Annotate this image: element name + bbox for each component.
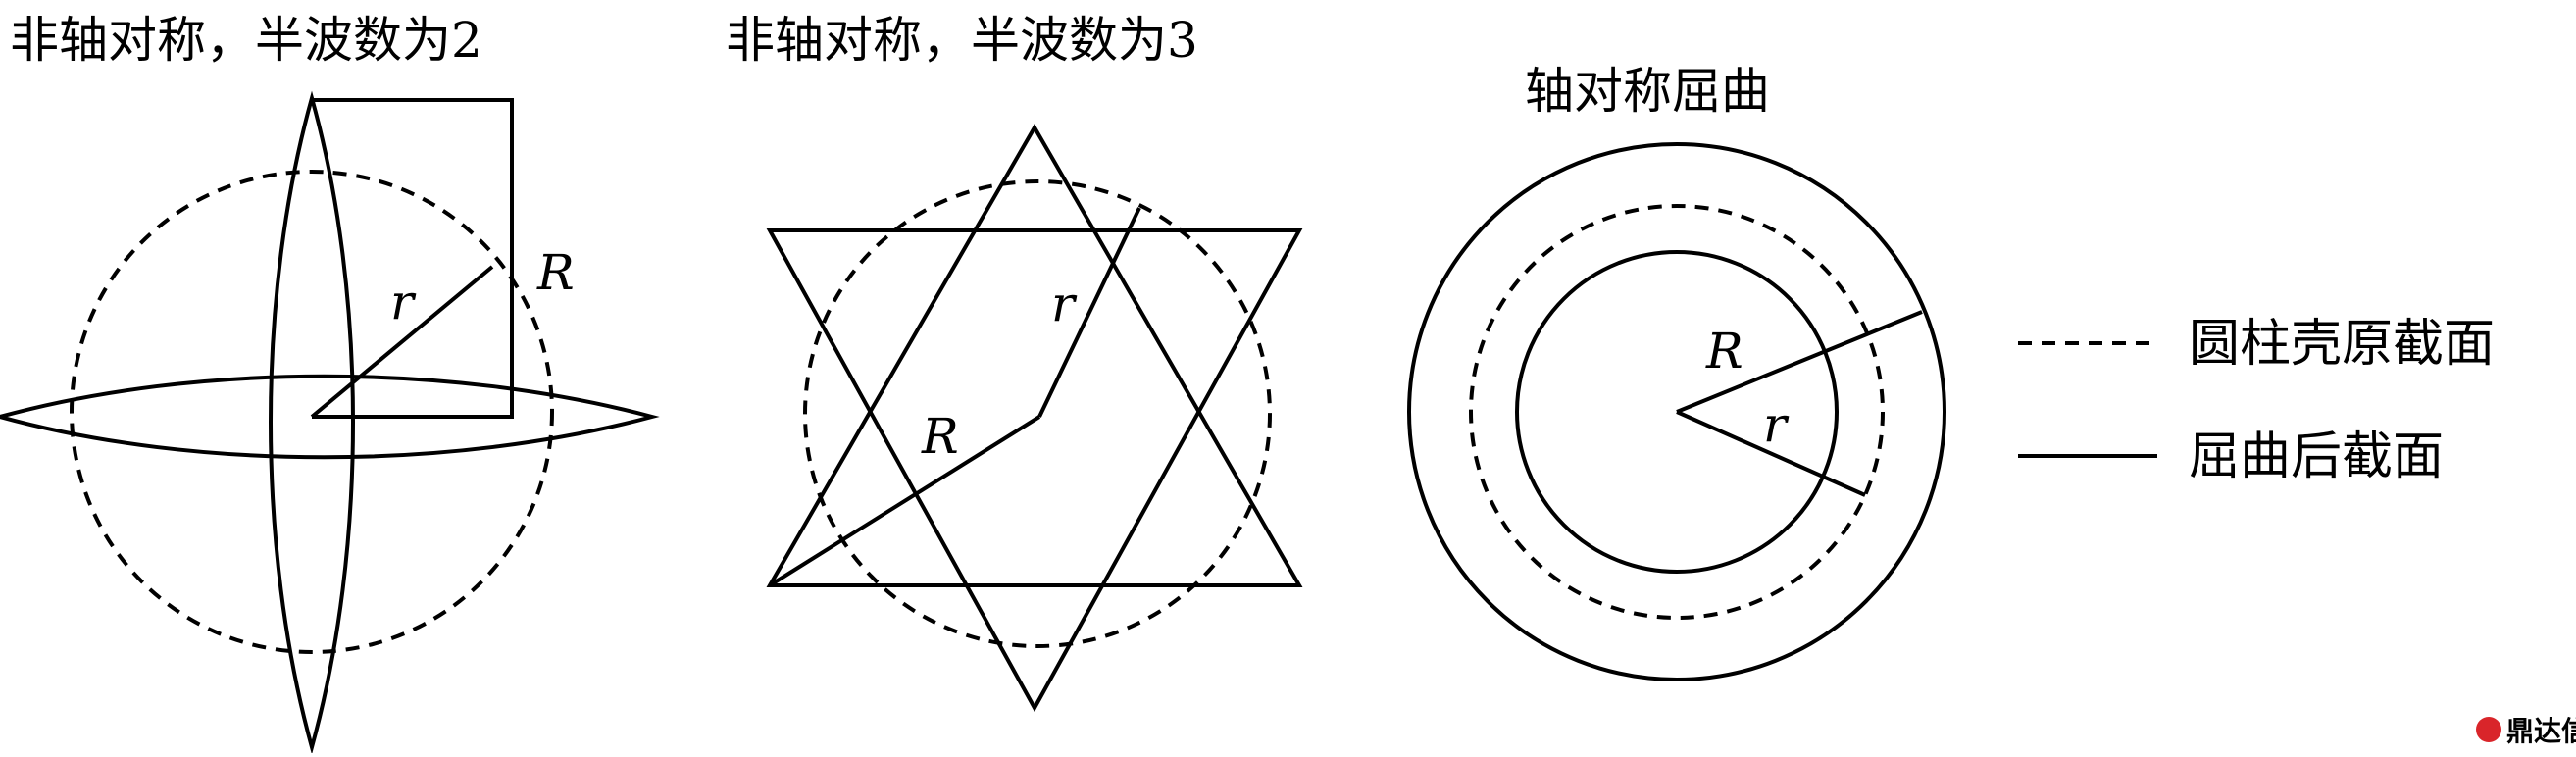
watermark-logo-icon bbox=[2476, 717, 2501, 742]
panel-1-label-r: r bbox=[390, 274, 417, 330]
panel-3-label-R: R bbox=[1705, 323, 1743, 379]
watermark-text: 鼎达信 bbox=[2506, 715, 2576, 747]
panel-1-R-rect bbox=[312, 98, 514, 419]
panel-1-label-R: R bbox=[536, 244, 575, 301]
panel-2-label-R: R bbox=[921, 408, 959, 465]
panel-2-r-line bbox=[1037, 207, 1141, 418]
panel-2-original-section bbox=[803, 179, 1272, 648]
watermark: 鼎达信 bbox=[2476, 715, 2576, 747]
panel-3-inner-section bbox=[1515, 250, 1839, 574]
panel-2-downward-triangle bbox=[766, 228, 1303, 713]
legend-solid-label: 屈曲后截面 bbox=[2189, 428, 2444, 486]
panel-3-R-line bbox=[1676, 310, 1923, 414]
panel-1: 非轴对称，半波数为2 r R bbox=[0, 12, 660, 755]
panel-3-r-line bbox=[1676, 410, 1866, 497]
panel-2: 非轴对称，半波数为3 r R bbox=[726, 12, 1303, 713]
panel-3-original-section bbox=[1469, 204, 1885, 620]
panel-2-R-line bbox=[768, 415, 1041, 587]
legend-dashed-label: 圆柱壳原截面 bbox=[2189, 315, 2495, 374]
panel-1-vertical-lobe bbox=[269, 90, 355, 755]
panel-2-title: 非轴对称，半波数为3 bbox=[726, 12, 1198, 69]
panel-1-horizontal-lobe bbox=[0, 374, 660, 460]
panel-2-label-r: r bbox=[1051, 276, 1078, 332]
panel-3-outer-section bbox=[1407, 142, 1946, 681]
panel-1-original-section bbox=[70, 170, 554, 654]
panel-3-title: 轴对称屈曲 bbox=[1525, 63, 1770, 120]
legend: 圆柱壳原截面 屈曲后截面 bbox=[2018, 315, 2495, 486]
panel-3-label-r: r bbox=[1763, 396, 1790, 453]
panel-1-r-line bbox=[310, 265, 494, 419]
panel-1-title: 非轴对称，半波数为2 bbox=[10, 12, 482, 69]
panel-2-upward-triangle bbox=[766, 124, 1303, 587]
panel-3: 轴对称屈曲 R r bbox=[1407, 63, 1946, 681]
